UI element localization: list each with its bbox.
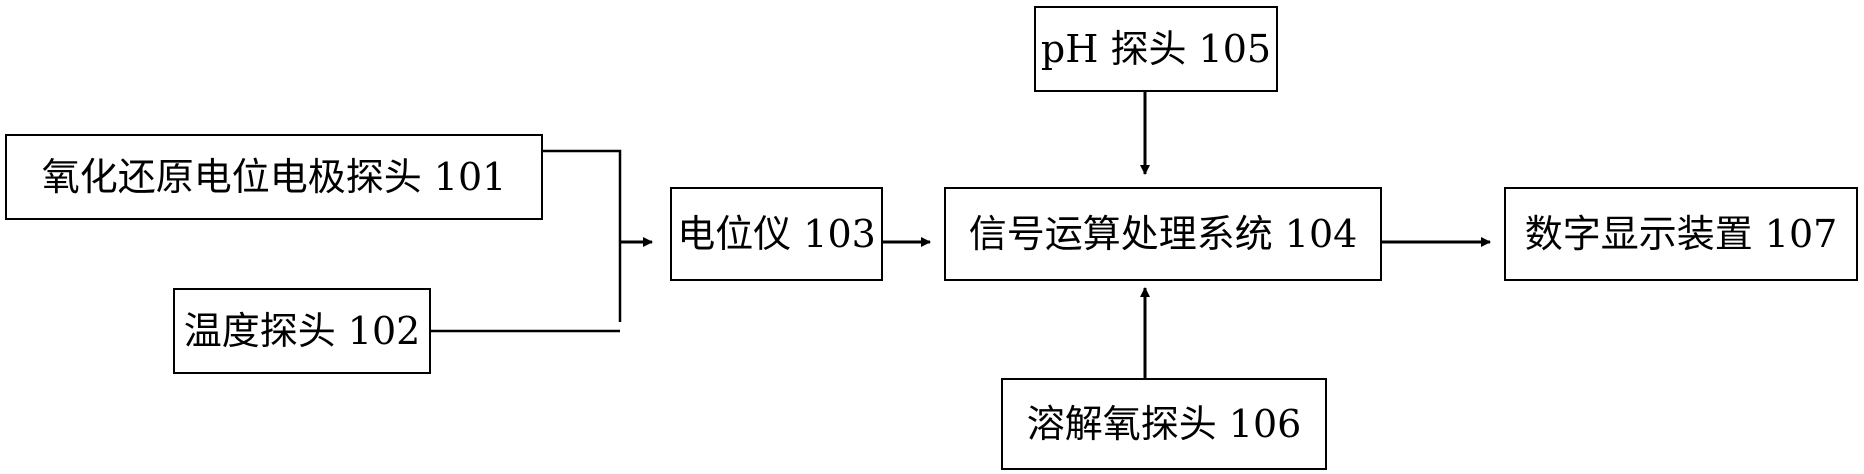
- digital-display-box: 数字显示装置 107: [1504, 187, 1858, 281]
- signal-processor-box: 信号运算处理系统 104: [944, 187, 1382, 281]
- dissolved-oxygen-probe-box: 溶解氧探头 106: [1001, 378, 1327, 470]
- temperature-probe-label: 温度探头 102: [183, 309, 421, 353]
- dissolved-oxygen-probe-label: 溶解氧探头 106: [1026, 402, 1302, 446]
- temperature-probe-box: 温度探头 102: [173, 288, 431, 374]
- orp-probe-box: 氧化还原电位电极探头 101: [5, 134, 543, 220]
- edge-orp-to-merge: [543, 149, 622, 322]
- digital-display-label: 数字显示装置 107: [1524, 212, 1838, 256]
- orp-probe-label: 氧化还原电位电极探头 101: [41, 155, 507, 199]
- signal-processor-label: 信号运算处理系统 104: [968, 212, 1358, 256]
- potentiometer-label: 电位仪 103: [677, 212, 876, 256]
- ph-probe-label: pH 探头 105: [1040, 27, 1272, 71]
- ph-probe-box: pH 探头 105: [1034, 6, 1278, 92]
- potentiometer-box: 电位仪 103: [670, 187, 883, 281]
